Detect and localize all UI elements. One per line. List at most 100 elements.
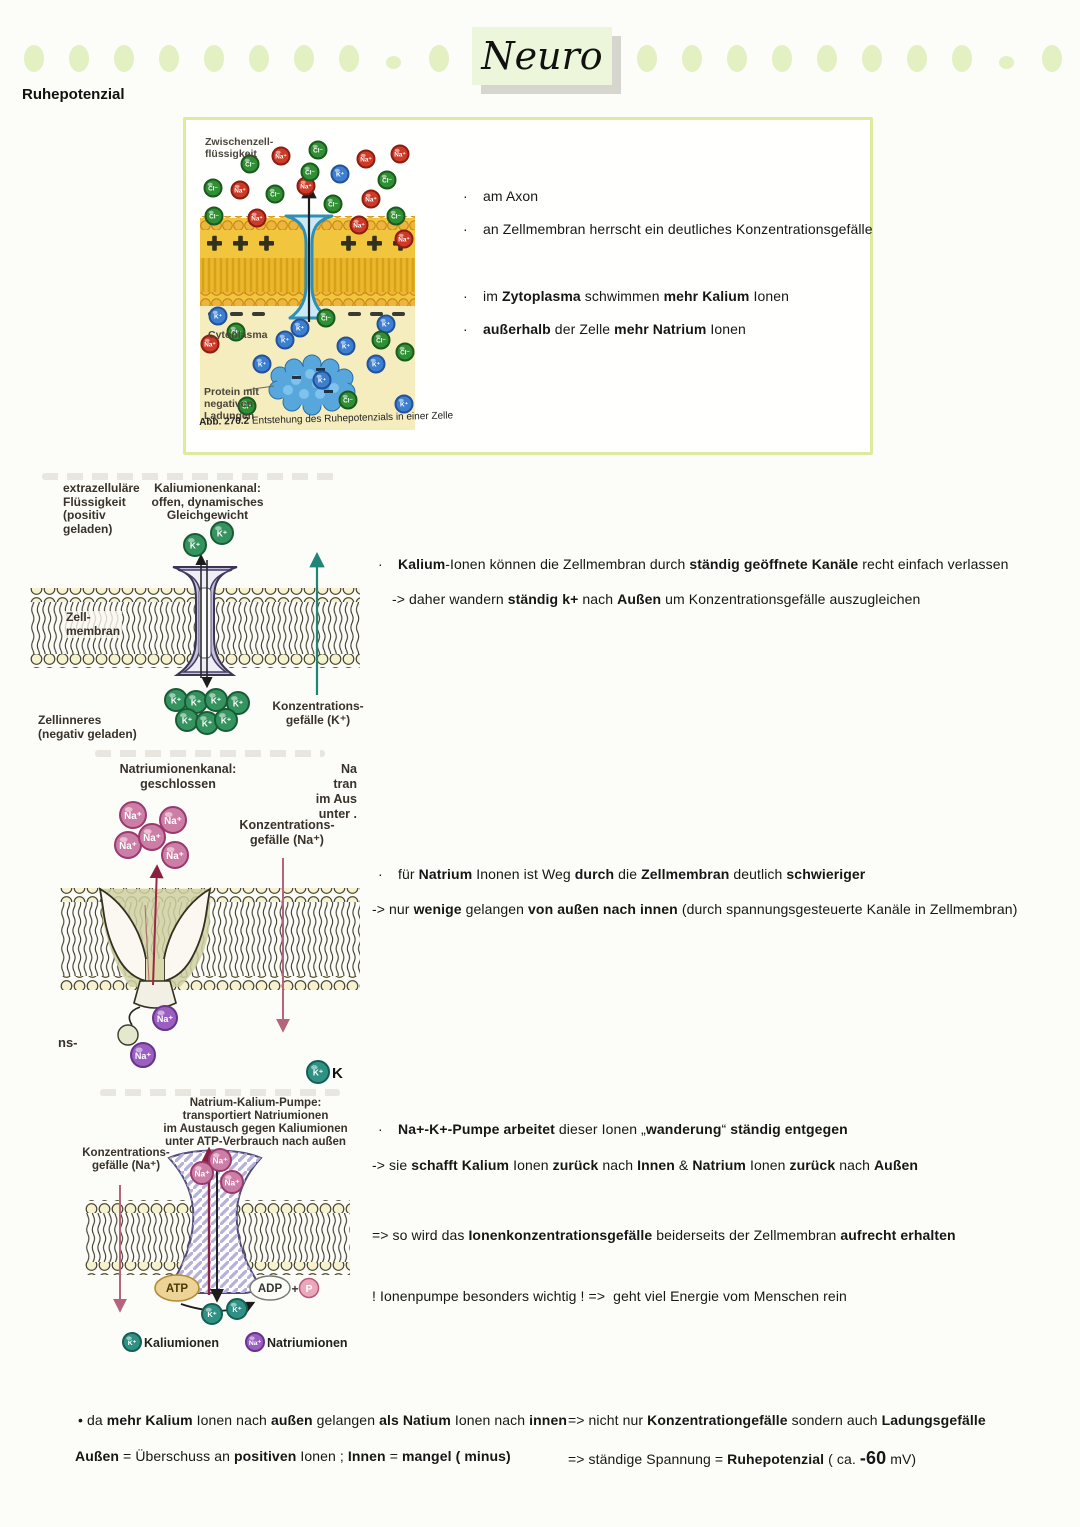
svg-text:Cl⁻: Cl⁻ bbox=[343, 398, 353, 405]
note-line: ·am Axon bbox=[463, 188, 539, 204]
svg-text:K⁺: K⁺ bbox=[207, 1310, 216, 1319]
decorative-dot bbox=[952, 45, 972, 72]
decorative-dot bbox=[682, 45, 702, 72]
channel-wall-right bbox=[163, 887, 212, 983]
svg-text:K⁺: K⁺ bbox=[372, 362, 380, 369]
page-title: Neuro bbox=[481, 34, 603, 78]
note-line: Außen = Überschuss an positiven Ionen ; … bbox=[75, 1448, 511, 1464]
note-line: => ständige Spannung = Ruhepotenzial ( c… bbox=[568, 1448, 917, 1468]
svg-text:K⁺: K⁺ bbox=[211, 696, 221, 706]
ion-group: Na⁺Na⁺Na⁺ bbox=[190, 1148, 244, 1194]
svg-text:Na⁺: Na⁺ bbox=[251, 216, 263, 223]
svg-text:Na⁺: Na⁺ bbox=[119, 841, 137, 852]
note-line: ·im Zytoplasma schwimmen mehr Kalium Ion… bbox=[463, 288, 790, 304]
svg-text:Cl⁻: Cl⁻ bbox=[208, 186, 218, 193]
svg-text:K⁺: K⁺ bbox=[190, 541, 200, 551]
svg-text:Cl⁻: Cl⁻ bbox=[313, 148, 323, 155]
svg-text:Na⁺: Na⁺ bbox=[394, 152, 406, 159]
decorative-dot bbox=[727, 45, 747, 72]
phosphate-bubble bbox=[298, 1277, 320, 1299]
label-gradient-na-pump: Konzentrations-gefälle (Na⁺) bbox=[82, 1147, 170, 1172]
decorative-dot bbox=[294, 45, 314, 72]
svg-text:Na⁺: Na⁺ bbox=[157, 1014, 174, 1024]
na-k-pump-diagram: ATP ADP + P Na⁺Na⁺Na⁺ K⁺K⁺ K⁺ Na⁺ Kalium… bbox=[85, 1146, 350, 1352]
svg-text:K⁺: K⁺ bbox=[342, 344, 350, 351]
svg-text:Na⁺: Na⁺ bbox=[164, 816, 182, 827]
svg-text:Na⁺: Na⁺ bbox=[143, 833, 161, 844]
svg-text:Na⁺: Na⁺ bbox=[166, 851, 184, 862]
note-line: -> daher wandern ständig k+ nach Außen u… bbox=[392, 591, 921, 607]
note-line: ·Kalium-Ionen können die Zellmembran dur… bbox=[378, 556, 1009, 572]
svg-text:Na⁺: Na⁺ bbox=[195, 1169, 210, 1179]
note-line: => nicht nur Konzentrationgefälle sonder… bbox=[568, 1412, 986, 1428]
svg-text:K⁺: K⁺ bbox=[233, 699, 243, 709]
svg-text:Cl⁻: Cl⁻ bbox=[231, 330, 241, 337]
svg-text:K⁺: K⁺ bbox=[232, 1305, 241, 1314]
svg-text:K⁺: K⁺ bbox=[171, 696, 181, 706]
decorative-dot bbox=[1042, 45, 1062, 72]
svg-text:K⁺: K⁺ bbox=[191, 698, 201, 708]
decorative-dot bbox=[817, 45, 837, 72]
channel-ball bbox=[117, 1024, 139, 1046]
svg-text:Na⁺: Na⁺ bbox=[135, 1051, 152, 1061]
label-gradient-na: Konzentrations-gefälle (Na⁺) bbox=[239, 818, 335, 847]
svg-text:Na⁺: Na⁺ bbox=[365, 197, 377, 204]
note-line: -> sie schafft Kalium Ionen zurück nach … bbox=[372, 1157, 919, 1173]
svg-text:Na⁺: Na⁺ bbox=[353, 223, 365, 230]
blocked-arrow bbox=[149, 864, 164, 986]
note-line: ·an Zellmembran herrscht ein deutliches … bbox=[463, 221, 873, 237]
svg-text:Cl⁻: Cl⁻ bbox=[305, 170, 315, 177]
legend-k-label: Kaliumionen bbox=[144, 1336, 219, 1350]
decorative-dot bbox=[249, 45, 269, 72]
decorative-dot bbox=[339, 45, 359, 72]
note-line: ·außerhalb der Zelle mehr Natrium Ionen bbox=[463, 321, 746, 337]
scan-noise bbox=[100, 1089, 340, 1096]
svg-text:Na⁺: Na⁺ bbox=[225, 1178, 240, 1188]
atp-bubble bbox=[154, 1274, 200, 1302]
note-line: ! Ionenpumpe besonders wichtig ! => geht… bbox=[372, 1288, 847, 1304]
svg-text:Na⁺: Na⁺ bbox=[249, 1340, 262, 1347]
label-gradient-k: Konzentrations-gefälle (K⁺) bbox=[272, 699, 364, 727]
svg-text:Cl⁻: Cl⁻ bbox=[321, 316, 331, 323]
legend-na-label: Natriumionen bbox=[267, 1336, 348, 1350]
decorative-dot bbox=[159, 45, 179, 72]
membrane-overview-diagram: Na⁺Na⁺Na⁺Na⁺Na⁺Na⁺Na⁺Na⁺Na⁺Cl⁻Cl⁻Cl⁻Cl⁻C… bbox=[200, 140, 415, 430]
svg-text:K⁺: K⁺ bbox=[382, 322, 390, 329]
decorative-dot bbox=[386, 56, 401, 69]
adp-bubble bbox=[249, 1275, 291, 1301]
ion-group: K⁺ bbox=[122, 1332, 142, 1352]
decorative-dot bbox=[999, 56, 1014, 69]
svg-text:K⁺: K⁺ bbox=[281, 338, 289, 345]
decorative-dot bbox=[772, 45, 792, 72]
ion-group: Na⁺Na⁺Na⁺Na⁺Na⁺Na⁺Na⁺Na⁺Na⁺Cl⁻Cl⁻Cl⁻Cl⁻C… bbox=[200, 140, 415, 416]
label-na-channel: Natriumionenkanal:geschlossen bbox=[119, 762, 237, 791]
decorative-dot bbox=[907, 45, 927, 72]
label-cytoplasm: Cytoplasma bbox=[208, 329, 268, 341]
svg-text:K⁺: K⁺ bbox=[202, 719, 212, 729]
ion-group: Na⁺ bbox=[245, 1332, 265, 1352]
svg-text:Cl⁻: Cl⁻ bbox=[245, 162, 255, 169]
svg-text:K⁺: K⁺ bbox=[182, 716, 192, 726]
svg-text:K⁺: K⁺ bbox=[400, 402, 408, 409]
svg-text:Cl⁻: Cl⁻ bbox=[209, 214, 219, 221]
title-box: Neuro bbox=[472, 27, 612, 85]
note-line: => so wird das Ionenkonzentrationsgefäll… bbox=[372, 1227, 956, 1243]
channel-wall-left bbox=[98, 887, 147, 983]
svg-text:Cl⁻: Cl⁻ bbox=[376, 338, 386, 345]
svg-text:Cl⁻: Cl⁻ bbox=[391, 214, 401, 221]
svg-text:Na⁺: Na⁺ bbox=[360, 157, 372, 164]
decorative-dot bbox=[69, 45, 89, 72]
svg-text:K⁺: K⁺ bbox=[313, 1068, 323, 1078]
scan-noise bbox=[95, 750, 325, 757]
ion-group: Na⁺ Na⁺ bbox=[130, 1005, 178, 1068]
svg-text:Na⁺: Na⁺ bbox=[124, 811, 142, 822]
note-line: ·für Natrium Inonen ist Weg durch die Ze… bbox=[378, 866, 866, 882]
topic-label: Ruhepotenzial bbox=[22, 86, 125, 103]
atp-label: ATP bbox=[166, 1283, 188, 1295]
ion-group: K⁺ bbox=[306, 1060, 330, 1084]
ion-group: K⁺ K⁺ bbox=[201, 1298, 248, 1325]
